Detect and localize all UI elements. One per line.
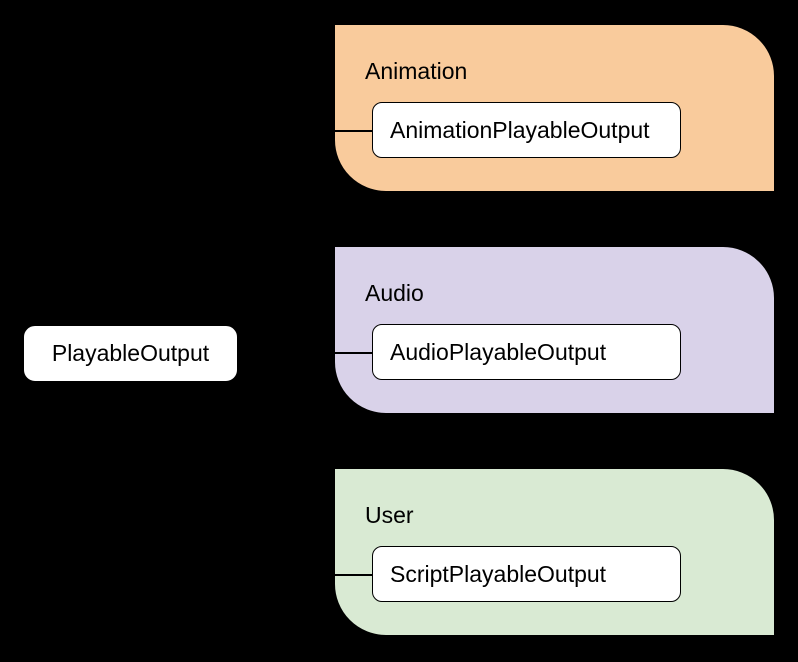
node-script-playable-output-label: ScriptPlayableOutput [390, 560, 607, 587]
node-script-playable-output: ScriptPlayableOutput [372, 546, 681, 602]
node-audio-playable-output: AudioPlayableOutput [372, 324, 681, 380]
group-animation-title: Animation [365, 58, 468, 84]
group-user: User ScriptPlayableOutput [334, 468, 775, 636]
group-column: Animation AnimationPlayableOutput Audio … [334, 24, 775, 636]
node-playable-output-label: PlayableOutput [51, 340, 210, 366]
node-animation-playable-output: AnimationPlayableOutput [372, 102, 681, 158]
group-user-title: User [365, 502, 414, 528]
node-playable-output: PlayableOutput [23, 325, 238, 382]
group-audio-title: Audio [365, 280, 424, 306]
group-animation: Animation AnimationPlayableOutput [334, 24, 775, 192]
node-animation-playable-output-label: AnimationPlayableOutput [390, 116, 650, 143]
group-audio: Audio AudioPlayableOutput [334, 246, 775, 414]
node-audio-playable-output-label: AudioPlayableOutput [390, 338, 607, 365]
